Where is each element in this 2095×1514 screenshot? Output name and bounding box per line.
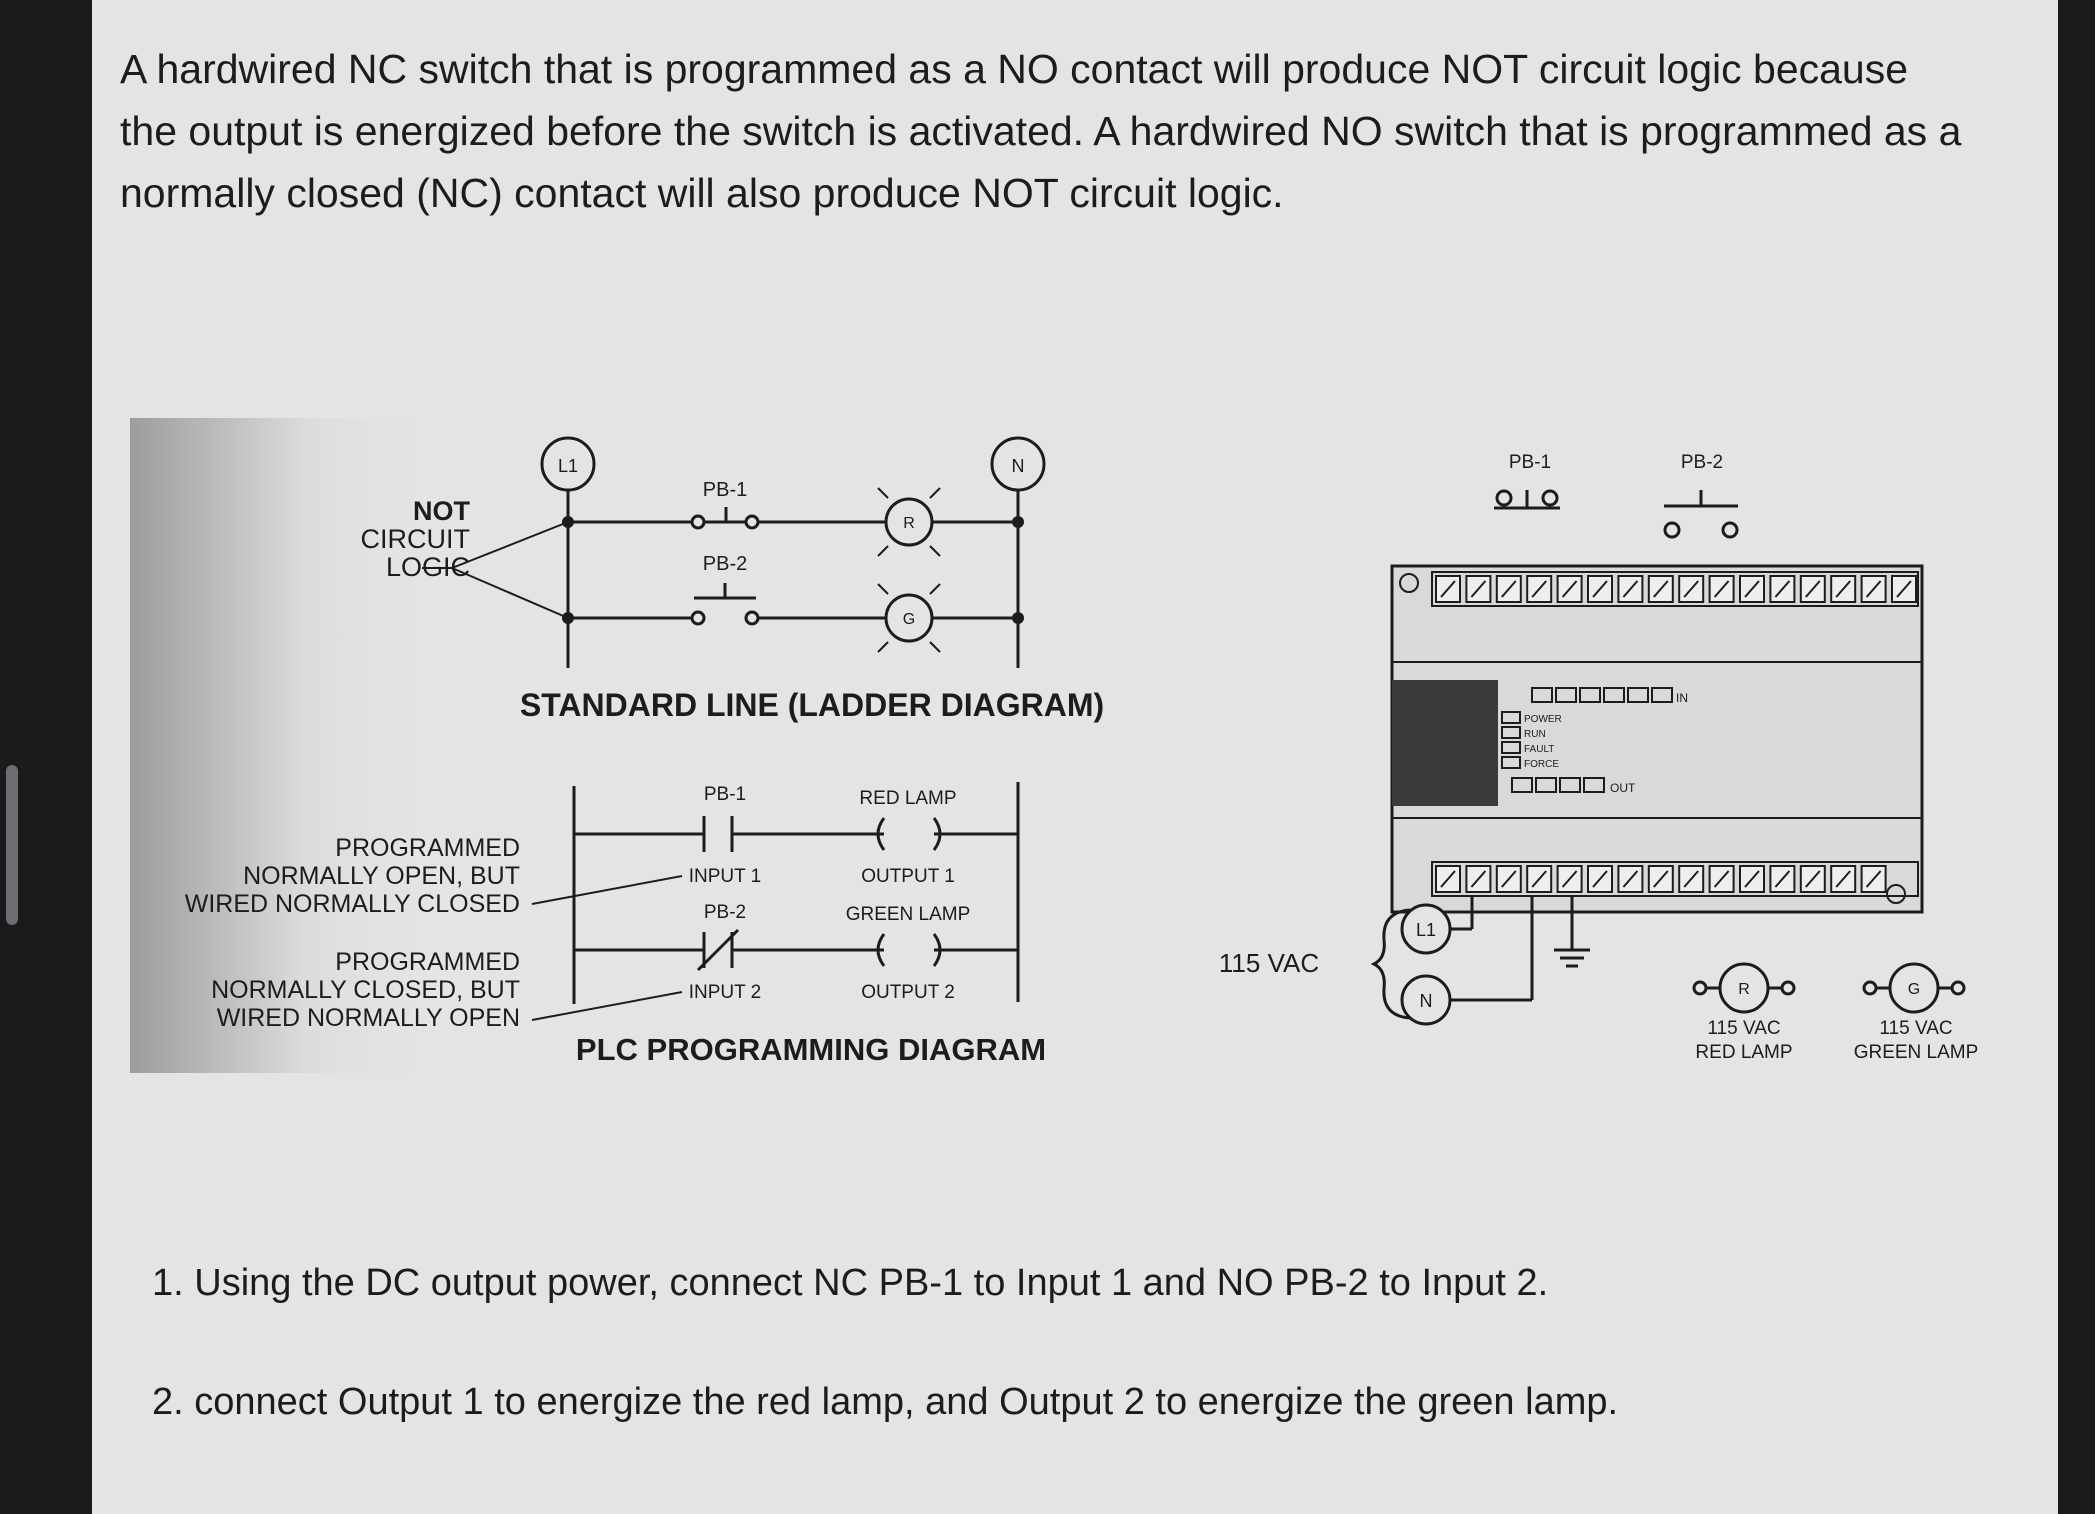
plc-input1-label: INPUT 1: [689, 866, 762, 887]
screw-slot: [1653, 580, 1669, 598]
rail-n-label: N: [1012, 456, 1025, 476]
plc-input2-label: INPUT 2: [689, 982, 762, 1003]
screw-terminal: [1769, 575, 1796, 603]
led-power-label: POWER: [1524, 714, 1562, 725]
screw-slot: [1744, 580, 1760, 598]
screw-slot: [1501, 580, 1517, 598]
supply-n-label: N: [1420, 991, 1433, 1011]
led-fault-label: FAULT: [1524, 744, 1554, 755]
screw-slot: [1774, 870, 1791, 888]
screw-slot: [1622, 870, 1639, 888]
screw-slot: [1744, 870, 1760, 888]
screw-terminal: [1769, 865, 1796, 893]
screw-terminal: [1830, 865, 1857, 893]
screw-slot: [1896, 580, 1912, 598]
green-lamp-line1: 115 VAC: [1879, 1018, 1952, 1039]
plc-output2-label: OUTPUT 2: [861, 982, 955, 1003]
plc-output1-label: OUTPUT 1: [861, 866, 955, 887]
screw-terminal: [1435, 575, 1461, 603]
plc-in-label: IN: [1676, 691, 1688, 705]
ladder-green-lamp-symbol: G: [903, 611, 915, 628]
question-2: 2. connect Output 1 to energize the red …: [152, 1381, 1619, 1423]
ladder-caption: STANDARD LINE (LADDER DIAGRAM): [520, 687, 1104, 723]
note2-line2: NORMALLY CLOSED, BUT: [211, 976, 520, 1004]
led-force-label: FORCE: [1524, 759, 1559, 770]
plc-red-lamp-label: RED LAMP: [859, 788, 956, 809]
screw-slot: [1440, 580, 1456, 598]
screw-slot: [1683, 580, 1699, 598]
screw-slot: [1561, 580, 1578, 598]
red-lamp-line2: RED LAMP: [1695, 1042, 1792, 1063]
figure-shade-band: [130, 418, 450, 1073]
screw-slot: [1805, 580, 1821, 598]
plc-wiring-diagram: [1370, 489, 1966, 1026]
screw-slot: [1592, 580, 1608, 598]
rail-l1-label: L1: [558, 456, 578, 476]
plc-pb1-label: PB-1: [704, 784, 746, 805]
screw-slot: [1865, 870, 1882, 888]
screw-slot: [1774, 580, 1791, 598]
screw-slot: [1835, 580, 1851, 598]
not-logic-label-line1: NOT: [413, 496, 471, 526]
textbook-page: A hardwired NC switch that is programmed…: [92, 0, 2058, 1514]
screw-slot: [1470, 870, 1487, 888]
plc-out-label: OUT: [1610, 781, 1636, 795]
plc-green-lamp-label: GREEN LAMP: [846, 904, 971, 925]
red-lamp-line1: 115 VAC: [1707, 1018, 1780, 1039]
screw-slot: [1713, 870, 1730, 888]
input-terminal-block: [1435, 575, 1917, 603]
screw-slot: [1653, 870, 1669, 888]
screw-terminal: [1708, 865, 1735, 893]
plc-pb2-label: PB-2: [704, 902, 746, 923]
not-logic-figure: L1 N PB-1 PB-2 R G NOT CIRCUIT LOGIC STA…: [130, 418, 1979, 1073]
note2-line3: WIRED NORMALLY OPEN: [217, 1004, 520, 1032]
intro-paragraph: A hardwired NC switch that is programmed…: [120, 46, 1962, 216]
led-run-label: RUN: [1524, 729, 1546, 740]
not-logic-label-line3: LOGIC: [386, 552, 470, 582]
note1-line1: PROGRAMMED: [335, 834, 520, 862]
screw-slot: [1622, 580, 1639, 598]
screw-slot: [1470, 580, 1487, 598]
ladder-diagram: [422, 436, 1046, 668]
screw-slot: [1592, 870, 1608, 888]
note2-line1: PROGRAMMED: [335, 948, 520, 976]
screen-edge-handle: [6, 765, 18, 925]
ladder-pb2-label: PB-2: [703, 553, 747, 575]
screw-slot: [1865, 580, 1882, 598]
screw-terminal: [1526, 865, 1553, 893]
ladder-pb1-label: PB-1: [703, 479, 747, 501]
red-lamp-symbol: R: [1738, 981, 1750, 998]
note1-line3: WIRED NORMALLY CLOSED: [185, 890, 520, 918]
output-terminal-block: [1435, 865, 1887, 893]
not-logic-label-line2: CIRCUIT: [361, 524, 471, 554]
ladder-red-lamp-symbol: R: [903, 515, 915, 532]
supply-l1-label: L1: [1416, 920, 1436, 940]
question-1: 1. Using the DC output power, connect NC…: [152, 1262, 1549, 1304]
green-lamp-symbol: G: [1908, 981, 1920, 998]
screw-slot: [1805, 870, 1821, 888]
supply-voltage-label: 115 VAC: [1219, 948, 1319, 978]
wiring-pb2-label: PB-2: [1681, 452, 1723, 473]
screw-slot: [1713, 580, 1730, 598]
screw-slot: [1683, 870, 1699, 888]
wiring-pb1-label: PB-1: [1509, 452, 1551, 473]
plc-programming-diagram: [531, 782, 1020, 1021]
screw-slot: [1835, 870, 1851, 888]
screw-slot: [1440, 870, 1456, 888]
screw-slot: [1501, 870, 1517, 888]
screw-terminal: [1799, 575, 1826, 603]
screw-slot: [1561, 870, 1578, 888]
plc-caption: PLC PROGRAMMING DIAGRAM: [576, 1032, 1046, 1067]
green-lamp-line2: GREEN LAMP: [1854, 1042, 1979, 1063]
note1-line2: NORMALLY OPEN, BUT: [243, 862, 520, 890]
screw-slot: [1531, 870, 1547, 888]
screw-slot: [1531, 580, 1547, 598]
